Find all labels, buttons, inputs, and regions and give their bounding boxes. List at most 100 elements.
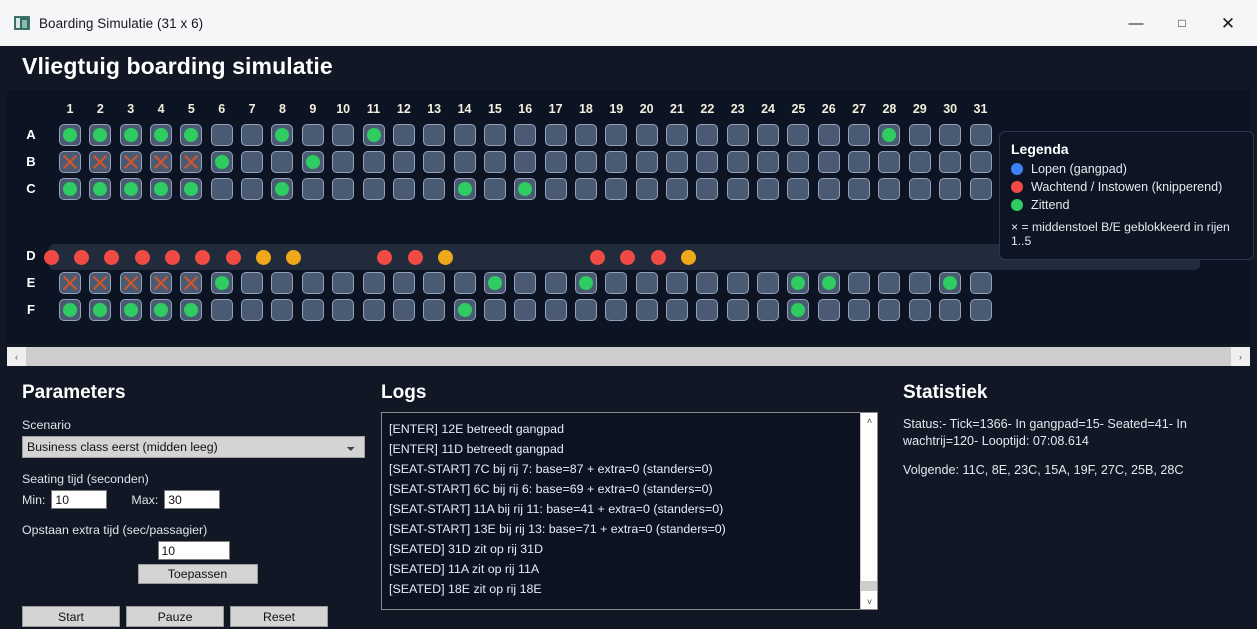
seat-17A[interactable]: [544, 124, 567, 146]
seat-30B[interactable]: [939, 151, 962, 173]
seat-21B[interactable]: [666, 151, 688, 173]
seat-20C[interactable]: [635, 178, 658, 200]
seat-14E[interactable]: [453, 272, 476, 294]
seat-13B[interactable]: [423, 151, 446, 173]
seat-9E[interactable]: [301, 272, 324, 294]
seat-29F[interactable]: [908, 299, 931, 321]
seat-28F[interactable]: [878, 299, 901, 321]
seat-1F[interactable]: [59, 299, 81, 321]
seat-8E[interactable]: [271, 272, 294, 294]
logs-box[interactable]: [ENTER] 12E betreedt gangpad[ENTER] 11D …: [381, 412, 878, 610]
seat-1C[interactable]: [59, 178, 81, 200]
seat-16A[interactable]: [514, 124, 537, 146]
seat-5A[interactable]: [180, 124, 203, 146]
seat-6B[interactable]: [210, 151, 233, 173]
seat-17E[interactable]: [544, 272, 567, 294]
seat-8A[interactable]: [271, 124, 294, 146]
logs-scroll-thumb[interactable]: [861, 581, 877, 591]
seat-9F[interactable]: [301, 299, 324, 321]
seat-26C[interactable]: [817, 178, 840, 200]
seat-15C[interactable]: [483, 178, 506, 200]
seat-29E[interactable]: [908, 272, 931, 294]
seat-18F[interactable]: [574, 299, 597, 321]
seat-21C[interactable]: [666, 178, 688, 200]
seat-25A[interactable]: [787, 124, 810, 146]
seat-9B[interactable]: [301, 151, 324, 173]
seat-25C[interactable]: [787, 178, 810, 200]
seat-16C[interactable]: [514, 178, 537, 200]
seat-6E[interactable]: [210, 272, 233, 294]
start-button[interactable]: Start: [22, 606, 120, 627]
seat-2A[interactable]: [89, 124, 112, 146]
seat-26B[interactable]: [817, 151, 840, 173]
seat-3C[interactable]: [119, 178, 142, 200]
seat-26E[interactable]: [817, 272, 840, 294]
maximize-icon[interactable]: □: [1178, 16, 1186, 30]
seat-27E[interactable]: [848, 272, 871, 294]
seat-11E[interactable]: [362, 272, 385, 294]
seat-9C[interactable]: [301, 178, 324, 200]
seat-24B[interactable]: [757, 151, 780, 173]
seat-31A[interactable]: [969, 124, 992, 146]
seat-29A[interactable]: [908, 124, 931, 146]
seat-26A[interactable]: [817, 124, 840, 146]
seat-12E[interactable]: [392, 272, 415, 294]
seat-5C[interactable]: [180, 178, 203, 200]
seat-22F[interactable]: [696, 299, 719, 321]
seat-30C[interactable]: [939, 178, 962, 200]
seat-14A[interactable]: [453, 124, 476, 146]
seat-2B[interactable]: [89, 151, 112, 173]
apply-button[interactable]: Toepassen: [137, 564, 258, 584]
seat-16B[interactable]: [514, 151, 537, 173]
seat-23F[interactable]: [726, 299, 749, 321]
seat-15E[interactable]: [483, 272, 506, 294]
seat-19C[interactable]: [605, 178, 628, 200]
seat-14C[interactable]: [453, 178, 476, 200]
seat-20B[interactable]: [635, 151, 658, 173]
scenario-select[interactable]: Business class eerst (midden leeg): [22, 436, 365, 458]
seat-16E[interactable]: [514, 272, 537, 294]
seat-18E[interactable]: [574, 272, 597, 294]
logs-scroll-up-icon[interactable]: ˄: [861, 413, 877, 428]
seat-6C[interactable]: [210, 178, 233, 200]
seat-22B[interactable]: [696, 151, 719, 173]
seat-13C[interactable]: [423, 178, 446, 200]
seat-10B[interactable]: [332, 151, 355, 173]
seat-12F[interactable]: [392, 299, 415, 321]
minimize-icon[interactable]: —: [1128, 14, 1144, 32]
seat-1E[interactable]: [59, 272, 81, 294]
seat-20A[interactable]: [635, 124, 658, 146]
seat-28B[interactable]: [878, 151, 901, 173]
seat-27A[interactable]: [848, 124, 871, 146]
seat-13E[interactable]: [423, 272, 446, 294]
seat-9A[interactable]: [301, 124, 324, 146]
seat-18C[interactable]: [574, 178, 597, 200]
seat-18B[interactable]: [574, 151, 597, 173]
seat-15A[interactable]: [483, 124, 506, 146]
seat-24F[interactable]: [757, 299, 780, 321]
seat-30A[interactable]: [939, 124, 962, 146]
seat-22A[interactable]: [696, 124, 719, 146]
seat-6F[interactable]: [210, 299, 233, 321]
seat-30F[interactable]: [939, 299, 962, 321]
seat-12B[interactable]: [392, 151, 415, 173]
seat-1A[interactable]: [59, 124, 81, 146]
seat-7C[interactable]: [241, 178, 264, 200]
seat-20E[interactable]: [635, 272, 658, 294]
seat-19F[interactable]: [605, 299, 628, 321]
seat-7A[interactable]: [241, 124, 264, 146]
seat-10F[interactable]: [332, 299, 355, 321]
seat-4E[interactable]: [150, 272, 173, 294]
seat-19B[interactable]: [605, 151, 628, 173]
seat-23E[interactable]: [726, 272, 749, 294]
seat-7E[interactable]: [241, 272, 264, 294]
seat-24C[interactable]: [757, 178, 780, 200]
seat-16F[interactable]: [514, 299, 537, 321]
seat-24A[interactable]: [757, 124, 780, 146]
seat-23C[interactable]: [726, 178, 749, 200]
seat-19E[interactable]: [605, 272, 628, 294]
seat-14F[interactable]: [453, 299, 476, 321]
seat-10E[interactable]: [332, 272, 355, 294]
seat-17F[interactable]: [544, 299, 567, 321]
seat-22C[interactable]: [696, 178, 719, 200]
